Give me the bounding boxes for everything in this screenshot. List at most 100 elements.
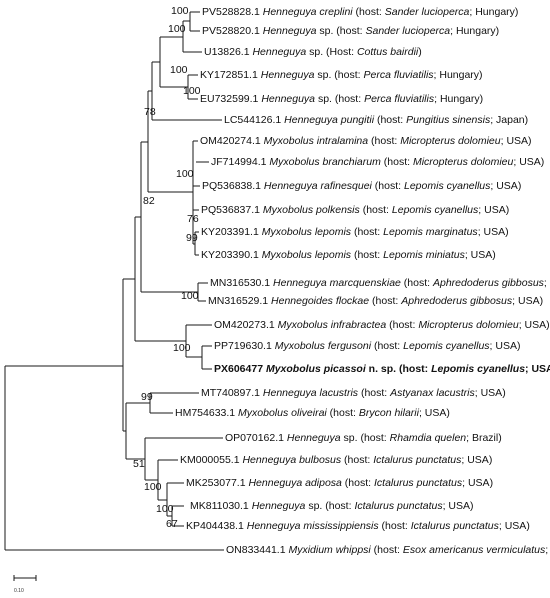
label-text: ; USA) bbox=[442, 500, 474, 512]
leaf-label: EU732599.1 Henneguya sp. (host: Perca fl… bbox=[200, 93, 483, 105]
leaf-label: U13826.1 Henneguya sp. (Host: Cottus bai… bbox=[204, 46, 422, 58]
host-name: Astyanax lacustris bbox=[390, 387, 475, 399]
accession-id: PQ536837.1 bbox=[201, 204, 260, 216]
label-text: ; Hungary) bbox=[469, 6, 519, 18]
leaf-label: LC544126.1 Henneguya pungitii (host: Pun… bbox=[224, 114, 528, 126]
host-name: Micropterus dolomieu bbox=[412, 156, 514, 168]
support-value: 99 bbox=[186, 232, 198, 244]
label-text: ; USA) bbox=[500, 135, 532, 147]
accession-id: PX606477 bbox=[214, 363, 264, 375]
host-name: Brycon hilarii bbox=[358, 407, 419, 419]
label-text: n. sp. bbox=[365, 363, 397, 375]
label-text: ; Brazil) bbox=[466, 432, 502, 444]
label-text: (host: bbox=[371, 340, 404, 352]
label-text: (host: bbox=[341, 454, 374, 466]
label-text: ) bbox=[418, 46, 422, 58]
label-text: ; USA) bbox=[498, 520, 530, 532]
taxon-name: Henneguya bbox=[261, 93, 316, 105]
leaf-label: OP070162.1 Henneguya sp. (host: Rhamdia … bbox=[225, 432, 502, 444]
leaf-label: MT740897.1 Henneguya lacustris (host: As… bbox=[201, 387, 506, 399]
taxon-name: Myxobolus lepomis bbox=[261, 226, 352, 238]
leaf-label: PV528828.1 Henneguya creplini (host: San… bbox=[202, 6, 518, 18]
label-text: ; USA) bbox=[525, 363, 550, 375]
support-value: 100 bbox=[156, 503, 174, 515]
accession-id: PV528820.1 bbox=[202, 25, 260, 37]
label-text: sp. bbox=[305, 500, 323, 512]
leaf-label: HM754633.1 Myxobolus oliveirai (host: Br… bbox=[175, 407, 450, 419]
accession-id: PQ536838.1 bbox=[202, 180, 261, 192]
taxon-name: Henneguya bbox=[262, 25, 317, 37]
label-text: (host: bbox=[378, 520, 411, 532]
host-name: Ictalurus punctatus bbox=[354, 500, 443, 512]
leaf-label: PQ536837.1 Myxobolus polkensis (host: Le… bbox=[201, 204, 509, 216]
label-text: sp. bbox=[315, 93, 332, 105]
accession-id: ON833441.1 bbox=[226, 544, 286, 556]
accession-id: KY203390.1 bbox=[201, 249, 259, 261]
leaf-label: OM420274.1 Myxobolus intralamina (host: … bbox=[200, 135, 532, 147]
support-value: 82 bbox=[143, 195, 155, 207]
accession-id: MK811030.1 bbox=[190, 500, 249, 512]
support-value: 51 bbox=[133, 458, 145, 470]
taxon-name: Myxobolus fergusoni bbox=[274, 340, 372, 352]
taxon-name: Myxobolus polkensis bbox=[262, 204, 360, 216]
label-text: ; USA) bbox=[518, 319, 550, 331]
label-text: (host: bbox=[341, 477, 374, 489]
label-text: ; Hungary) bbox=[450, 25, 500, 37]
leaf-label: KM000055.1 Henneguya bulbosus (host: Ict… bbox=[180, 454, 492, 466]
label-text: (host: bbox=[352, 6, 385, 18]
label-text: sp. bbox=[314, 69, 332, 81]
leaf-label: ON833441.1 Myxidium whippsi (host: Esox … bbox=[226, 544, 550, 556]
label-text: (host: bbox=[380, 156, 413, 168]
taxon-name: Myxobolus oliveirai bbox=[238, 407, 327, 419]
host-name: Sander lucioperca bbox=[384, 6, 470, 18]
label-text: (host: bbox=[351, 226, 384, 238]
host-name: Aphredoderus gibbosus bbox=[433, 277, 544, 289]
taxon-name: Henneguya bbox=[251, 500, 306, 512]
label-text: (host: bbox=[371, 180, 404, 192]
label-text: (host: bbox=[326, 407, 359, 419]
support-value: 76 bbox=[187, 213, 199, 225]
accession-id: KP404438.1 bbox=[186, 520, 244, 532]
label-text: sp. bbox=[340, 432, 358, 444]
accession-id: LC544126.1 bbox=[224, 114, 282, 126]
support-value: 100 bbox=[144, 481, 162, 493]
label-text: (host: bbox=[331, 69, 364, 81]
support-value: 100 bbox=[168, 23, 186, 35]
label-text: ; USA) bbox=[512, 295, 544, 307]
host-name: Perca fluviatilis bbox=[363, 69, 434, 81]
tree-branches bbox=[4, 11, 224, 551]
taxon-name: Myxobolus intralamina bbox=[263, 135, 369, 147]
support-value: 100 bbox=[173, 342, 191, 354]
leaf-label: OM420273.1 Myxobolus infrabractea (host:… bbox=[214, 319, 550, 331]
label-text: ; USA) bbox=[477, 226, 509, 238]
taxon-name: Henneguya marcquenskiae bbox=[273, 277, 401, 289]
host-name: Ictalurus punctatus bbox=[373, 454, 462, 466]
leaf-label: JF714994.1 Myxobolus branchiarum (host: … bbox=[211, 156, 544, 168]
accession-id: EU732599.1 bbox=[200, 93, 259, 105]
taxon-name: Henneguya bbox=[252, 46, 307, 58]
host-name: Perca fluviatilis bbox=[364, 93, 435, 105]
accession-id: MK253077.1 bbox=[186, 477, 246, 489]
accession-id: MN316530.1 bbox=[210, 277, 271, 289]
accession-id: KM000055.1 bbox=[180, 454, 240, 466]
taxon-name: Henneguya bbox=[286, 432, 341, 444]
label-text: (host: bbox=[400, 277, 433, 289]
taxon-name: Hennegoides flockae bbox=[271, 295, 370, 307]
support-value: 78 bbox=[144, 106, 156, 118]
leaf-label: PV528820.1 Henneguya sp. (host: Sander l… bbox=[202, 25, 499, 37]
accession-id: KY203391.1 bbox=[201, 226, 259, 238]
taxon-name: Myxobolus branchiarum bbox=[269, 156, 381, 168]
taxon-name: Henneguya mississippiensis bbox=[246, 520, 379, 532]
host-name: Micropterus dolomieu bbox=[418, 319, 519, 331]
label-text: (host: bbox=[374, 114, 407, 126]
taxon-name: Henneguya lacustris bbox=[262, 387, 359, 399]
label-text: (host: bbox=[351, 249, 384, 261]
accession-id: JF714994.1 bbox=[211, 156, 267, 168]
label-text: ; USA) bbox=[464, 249, 496, 261]
taxon-name: Myxobolus picassoi bbox=[265, 363, 366, 375]
label-text: (host: bbox=[359, 204, 392, 216]
host-name: Sander lucioperca bbox=[365, 25, 451, 37]
label-text: ; USA) bbox=[418, 407, 450, 419]
taxon-name: Henneguya pungitii bbox=[284, 114, 375, 126]
